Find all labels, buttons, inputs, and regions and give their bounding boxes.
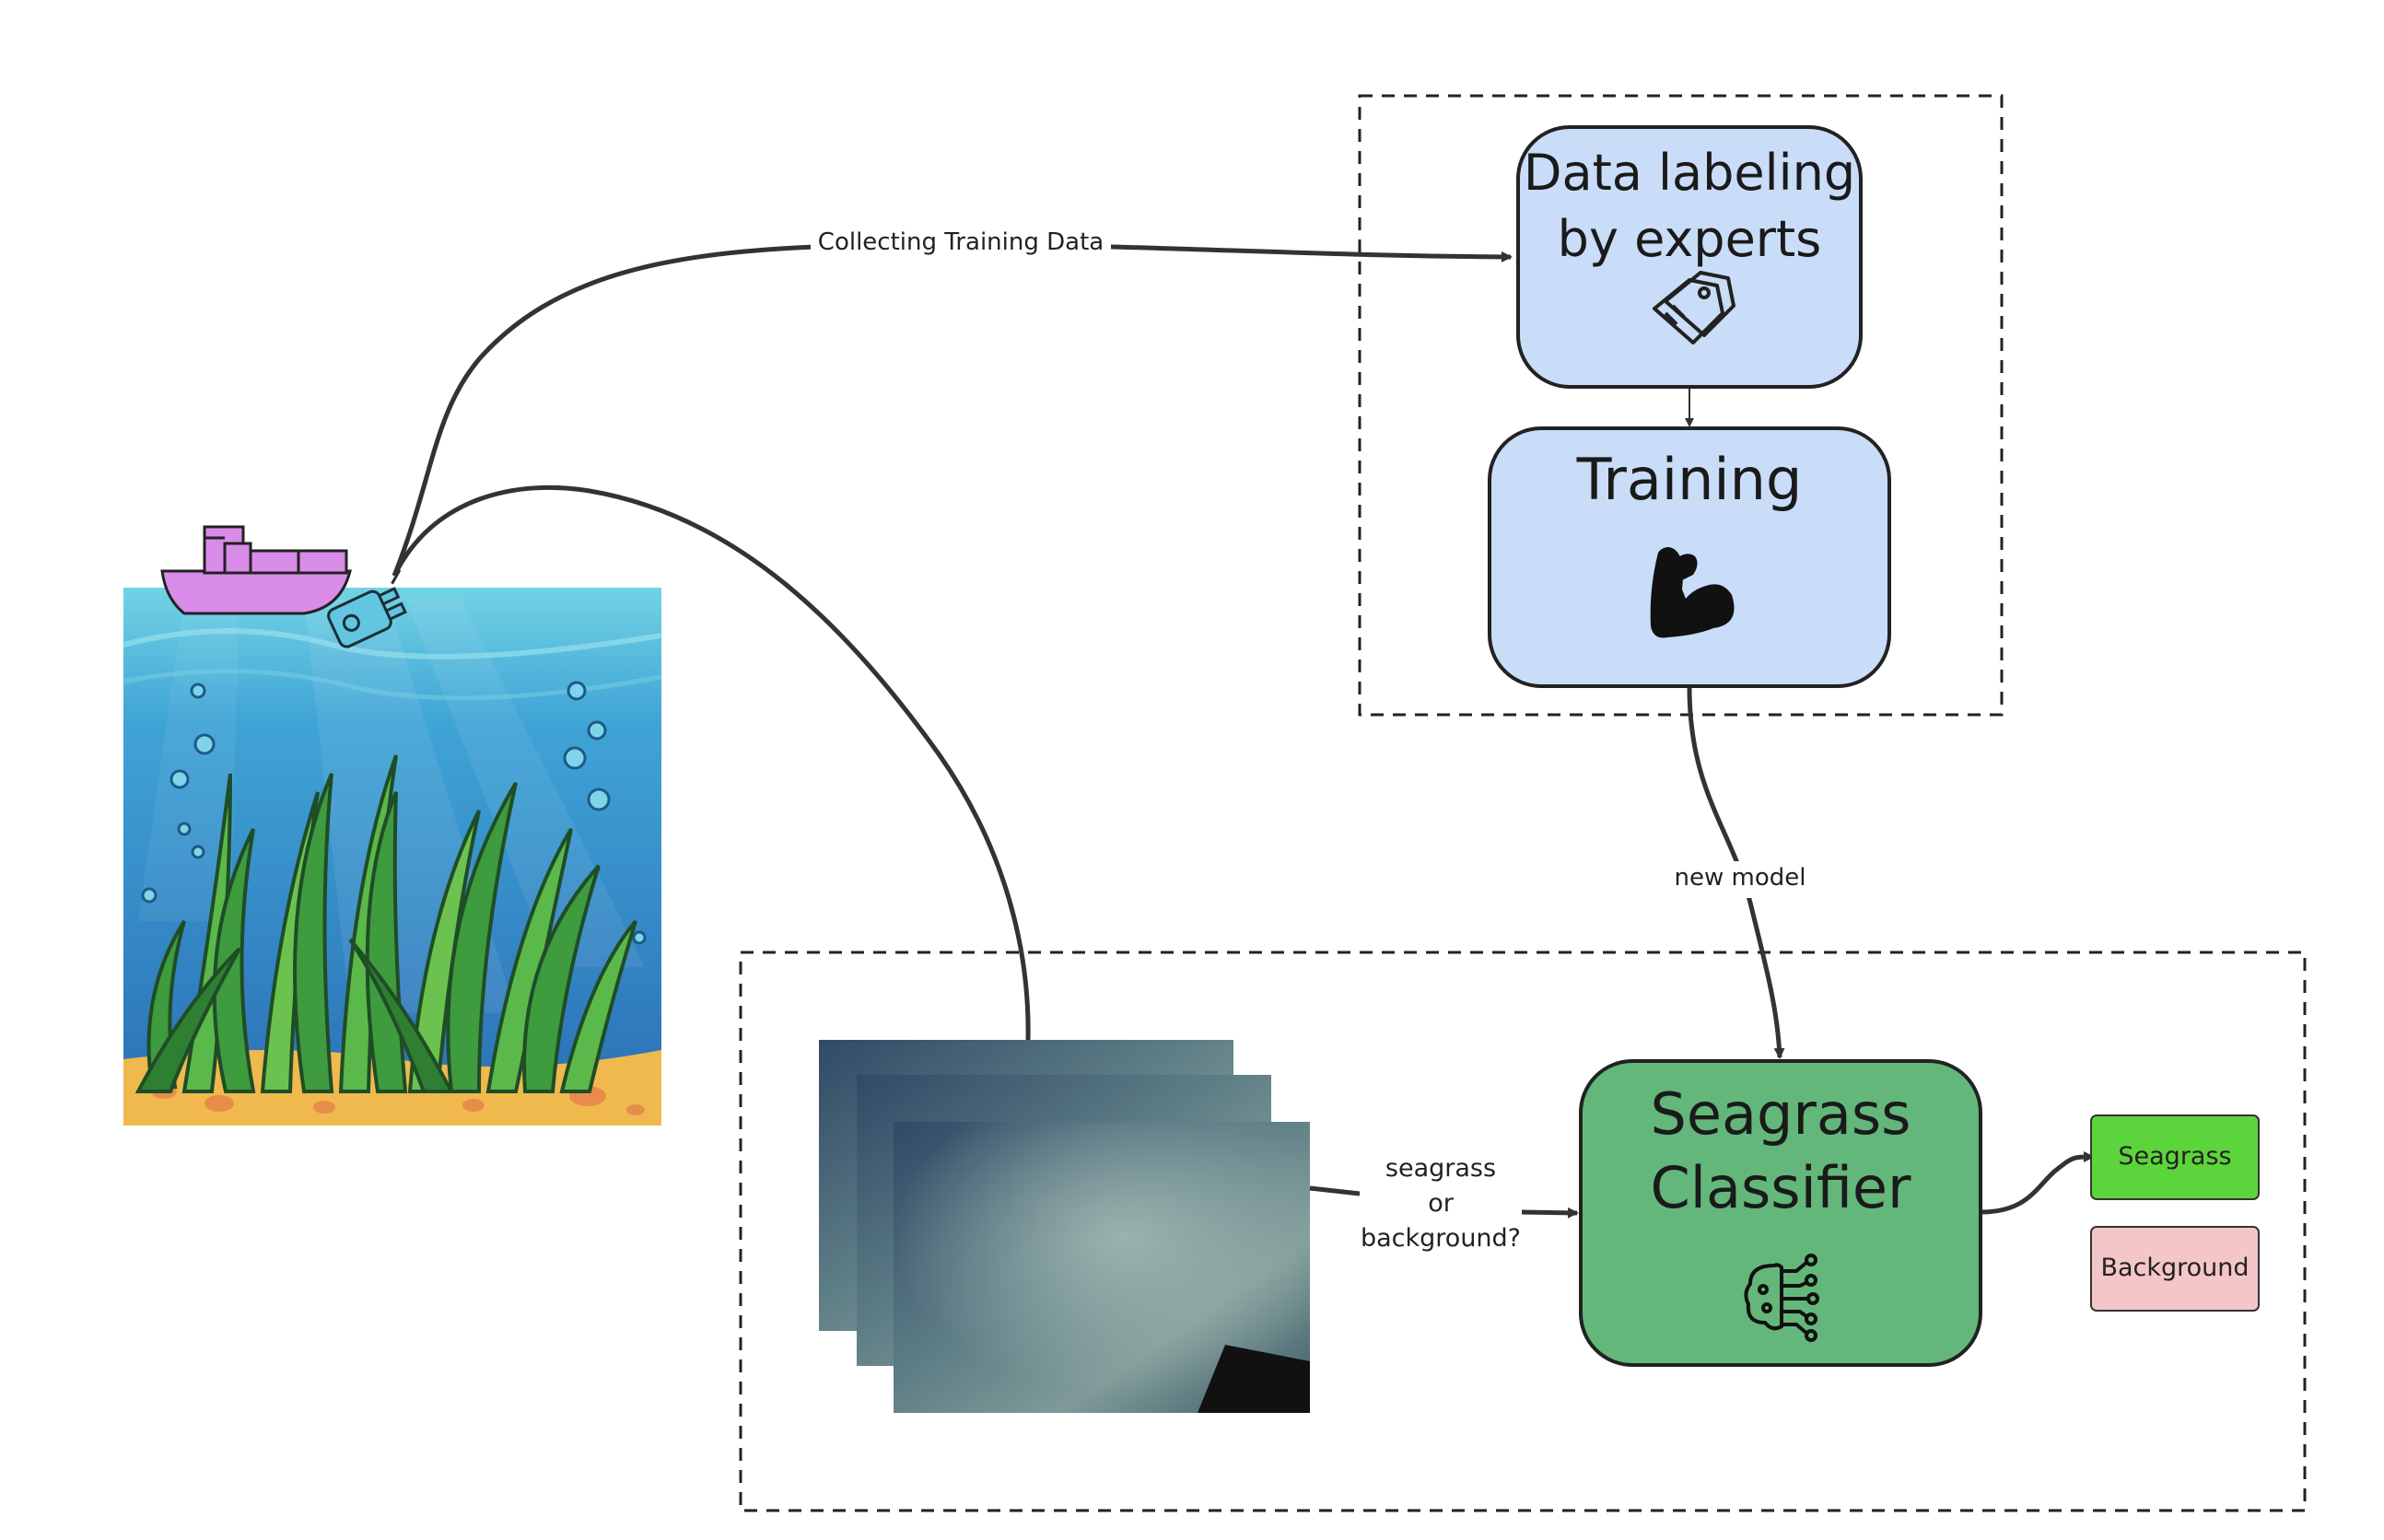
edge-scene-to-images bbox=[391, 484, 1031, 1041]
inference-group bbox=[739, 951, 2307, 1512]
classifier-line-2: Classifier bbox=[1650, 1154, 1911, 1221]
classifier-title: Seagrass Classifier bbox=[1581, 1078, 1981, 1225]
background-output-label: Background bbox=[2100, 1254, 2250, 1282]
edge-classifier-to-output bbox=[1980, 1151, 2095, 1215]
classifier-line-1: Seagrass bbox=[1650, 1080, 1911, 1148]
data-labeling-line-1: Data labeling bbox=[1523, 144, 1856, 202]
flexed-arm-icon bbox=[1650, 547, 1735, 638]
background-output-box bbox=[2090, 1226, 2260, 1312]
tag-icon bbox=[1653, 271, 1735, 344]
query-label-line-2: or bbox=[1428, 1189, 1454, 1218]
data-labeling-node bbox=[1516, 125, 1863, 389]
underwater-drone-icon bbox=[327, 568, 407, 648]
collecting-training-data-label: Collecting Training Data bbox=[817, 228, 1104, 256]
ai-brain-icon bbox=[1744, 1254, 1819, 1342]
edge-images-to-classifier bbox=[1309, 1185, 1361, 1196]
query-label: seagrass or background? bbox=[1360, 1151, 1522, 1256]
training-title: Training bbox=[1576, 446, 1803, 513]
data-labeling-title: Data labeling by experts bbox=[1518, 140, 1861, 273]
ship-icon bbox=[160, 525, 352, 615]
edge-query-to-classifier bbox=[1521, 1207, 1579, 1219]
training-group bbox=[1358, 94, 2004, 717]
seagrass-output-box bbox=[2090, 1114, 2260, 1200]
query-label-line-3: background? bbox=[1360, 1224, 1522, 1253]
seagrass-scene-illustration bbox=[123, 588, 662, 1126]
seagrass-output-label: Seagrass bbox=[2118, 1142, 2232, 1171]
underwater-image-stack bbox=[819, 1040, 1310, 1413]
data-labeling-line-2: by experts bbox=[1557, 210, 1822, 268]
new-model-label: new model bbox=[1674, 864, 1806, 892]
query-label-line-1: seagrass bbox=[1385, 1154, 1497, 1183]
seagrass-classifier-node bbox=[1579, 1059, 1982, 1367]
edge-collecting-training-data bbox=[391, 244, 1513, 577]
